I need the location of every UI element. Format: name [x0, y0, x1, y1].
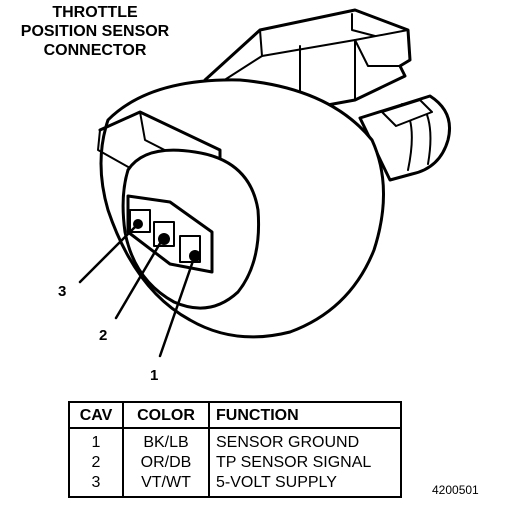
cell-function: 5-VOLT SUPPLY: [208, 473, 402, 498]
cell-function: SENSOR GROUND: [208, 428, 402, 453]
cell-cav: 2: [68, 453, 124, 473]
table-row: 2 OR/DB TP SENSOR SIGNAL: [68, 453, 402, 473]
table-header-row: CAV COLOR FUNCTION: [68, 401, 402, 429]
header-cav: CAV: [68, 401, 124, 429]
leader-line-3: [78, 224, 138, 284]
cell-color: VT/WT: [122, 473, 210, 498]
title-line-1: THROTTLE: [52, 4, 138, 21]
cell-color: OR/DB: [122, 453, 210, 473]
cell-cav: 3: [68, 473, 124, 498]
cavity-table: CAV COLOR FUNCTION 1 BK/LB SENSOR GROUND…: [68, 401, 402, 498]
cell-cav: 1: [68, 428, 124, 453]
title-line-3: CONNECTOR: [43, 42, 147, 59]
table-row: 3 VT/WT 5-VOLT SUPPLY: [68, 473, 402, 498]
terminal-1: [189, 250, 201, 262]
leader-line-1: [158, 256, 196, 358]
header-function: FUNCTION: [208, 401, 402, 429]
header-color: COLOR: [122, 401, 210, 429]
figure-number: 4200501: [432, 483, 479, 497]
cell-function: TP SENSOR SIGNAL: [208, 453, 402, 473]
table-row: 1 BK/LB SENSOR GROUND: [68, 428, 402, 453]
title-line-2: POSITION SENSOR: [20, 23, 170, 40]
figure-title: THROTTLE POSITION SENSOR CONNECTOR: [0, 3, 190, 60]
callout-1: 1: [150, 367, 159, 384]
leader-line-2: [114, 238, 164, 320]
connector-drawing: [78, 8, 451, 358]
callout-3: 3: [58, 283, 67, 300]
callout-2: 2: [99, 327, 108, 344]
cell-color: BK/LB: [122, 428, 210, 453]
